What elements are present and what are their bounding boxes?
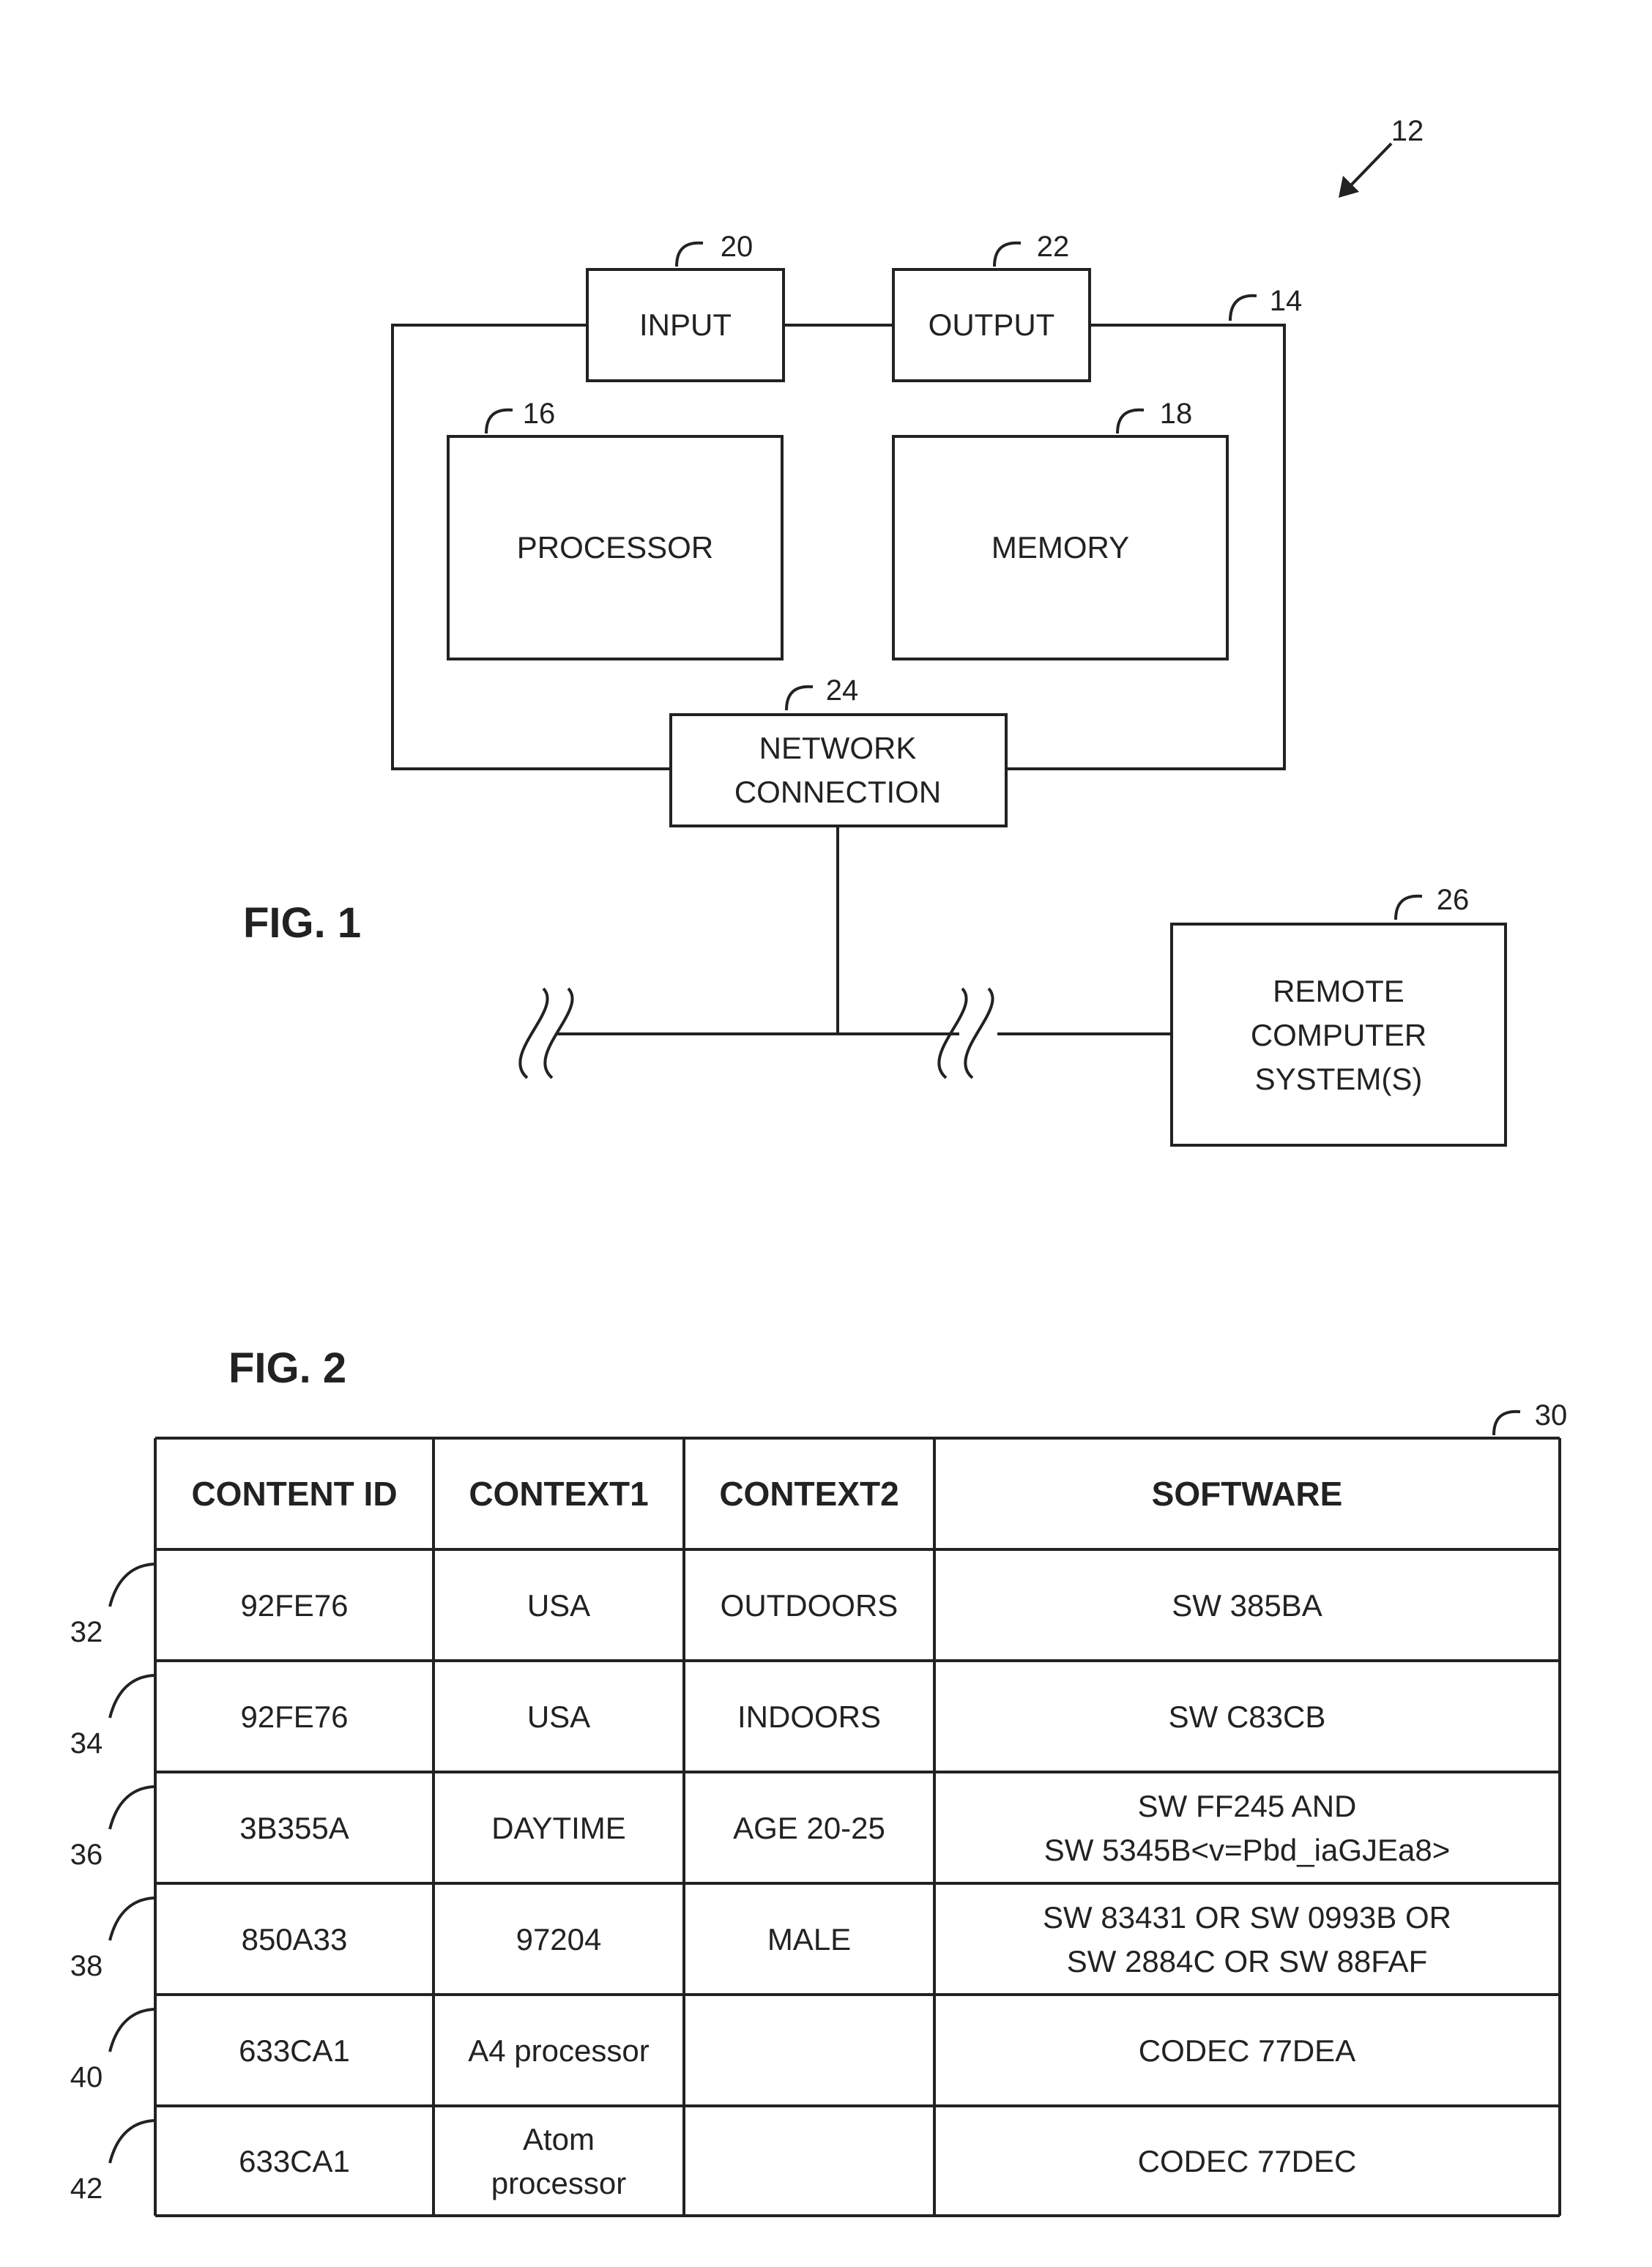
cell-software: SW 5345B<v=Pbd_iaGJEa8> xyxy=(1044,1833,1451,1867)
fig2-table: FIG. 2 30 CONTENT ID CONTEXT1 CONTEXT2 SOFT… xyxy=(70,1344,1568,2216)
cell-context1: USA xyxy=(527,1700,590,1734)
network-connection-label-line2: CONNECTION xyxy=(734,775,941,809)
cell-software: CODEC 77DEA xyxy=(1139,2033,1355,2068)
memory-box-label: MEMORY xyxy=(991,530,1129,565)
fig1-block-diagram: 12 14 INPUT 20 OUTPUT 22 PROCESSOR 16 ME… xyxy=(243,115,1506,1145)
table-cells: CONTENT ID CONTEXT1 CONTEXT2 SOFTWARE 92FE76… xyxy=(191,1475,1451,2200)
cell-software: SW FF245 AND xyxy=(1138,1789,1357,1823)
row-ref-label: 42 xyxy=(70,2173,103,2205)
network-ref-leader xyxy=(786,687,813,710)
cell-content-id: 92FE76 xyxy=(240,1588,348,1623)
cell-context2: AGE 20-25 xyxy=(733,1811,885,1845)
cell-context2: MALE xyxy=(767,1922,851,1957)
cell-content-id: 633CA1 xyxy=(239,2033,350,2068)
output-ref-leader xyxy=(994,243,1021,267)
row-ref-leader xyxy=(110,2009,154,2052)
header-context1: CONTEXT1 xyxy=(469,1475,648,1513)
processor-ref-leader xyxy=(486,410,513,433)
table-ref-leader xyxy=(1494,1412,1520,1435)
row-ref-leader xyxy=(110,1787,154,1829)
cell-software: CODEC 77DEC xyxy=(1138,2144,1357,2178)
cell-content-id: 633CA1 xyxy=(239,2144,350,2178)
input-ref-label: 20 xyxy=(721,231,754,263)
cell-context1: Atom xyxy=(523,2122,595,2156)
table-ref-label: 30 xyxy=(1535,1399,1568,1432)
remote-computer-label-line2: COMPUTER xyxy=(1251,1018,1426,1052)
cell-software: SW 83431 OR SW 0993B OR xyxy=(1043,1900,1451,1935)
row-ref-leader xyxy=(110,2121,154,2163)
cell-context1: USA xyxy=(527,1588,590,1623)
network-connection-label-line1: NETWORK xyxy=(759,731,917,765)
fig1-title: FIG. 1 xyxy=(243,899,361,947)
output-box-label: OUTPUT xyxy=(929,308,1055,342)
input-ref-leader xyxy=(677,243,703,267)
header-context2: CONTEXT2 xyxy=(719,1475,898,1513)
bus-ref-label: 14 xyxy=(1270,285,1303,317)
bus-ref-leader xyxy=(1230,296,1257,321)
cell-context1: processor xyxy=(491,2166,626,2200)
row-ref-label: 34 xyxy=(70,1727,103,1760)
cell-content-id: 3B355A xyxy=(239,1811,349,1845)
remote-ref-leader xyxy=(1396,896,1422,920)
row-reference-labels: 32 34 36 38 40 42 xyxy=(70,1564,154,2205)
cell-software: SW 385BA xyxy=(1172,1588,1322,1623)
cell-software: SW 2884C OR SW 88FAF xyxy=(1067,1944,1427,1978)
input-box-label: INPUT xyxy=(639,308,732,342)
row-ref-label: 38 xyxy=(70,1950,103,1982)
memory-ref-leader xyxy=(1117,410,1144,433)
header-content-id: CONTENT ID xyxy=(191,1475,397,1513)
cell-context2: INDOORS xyxy=(737,1700,881,1734)
processor-ref-label: 16 xyxy=(523,398,556,430)
remote-computer-label-line3: SYSTEM(S) xyxy=(1255,1062,1423,1096)
processor-box-label: PROCESSOR xyxy=(517,530,713,565)
row-ref-leader xyxy=(110,1564,154,1607)
remote-computer-label-line1: REMOTE xyxy=(1273,974,1404,1008)
network-ref-label: 24 xyxy=(826,674,859,707)
row-ref-leader xyxy=(110,1675,154,1718)
row-ref-label: 32 xyxy=(70,1616,103,1648)
system-ref-arrow xyxy=(1339,144,1391,198)
output-ref-label: 22 xyxy=(1037,231,1070,263)
cell-content-id: 850A33 xyxy=(242,1922,348,1957)
row-ref-label: 40 xyxy=(70,2061,103,2093)
cell-context2: OUTDOORS xyxy=(721,1588,898,1623)
cell-content-id: 92FE76 xyxy=(240,1700,348,1734)
row-ref-leader xyxy=(110,1898,154,1940)
fig2-title: FIG. 2 xyxy=(228,1344,346,1392)
memory-ref-label: 18 xyxy=(1160,398,1193,430)
cell-software: SW C83CB xyxy=(1169,1700,1326,1734)
remote-ref-label: 26 xyxy=(1437,884,1470,916)
system-ref-label: 12 xyxy=(1391,115,1424,147)
cell-context1: 97204 xyxy=(516,1922,602,1957)
header-software: SOFTWARE xyxy=(1152,1475,1343,1513)
row-ref-label: 36 xyxy=(70,1839,103,1871)
cell-context1: DAYTIME xyxy=(491,1811,626,1845)
cell-context1: A4 processor xyxy=(468,2033,649,2068)
